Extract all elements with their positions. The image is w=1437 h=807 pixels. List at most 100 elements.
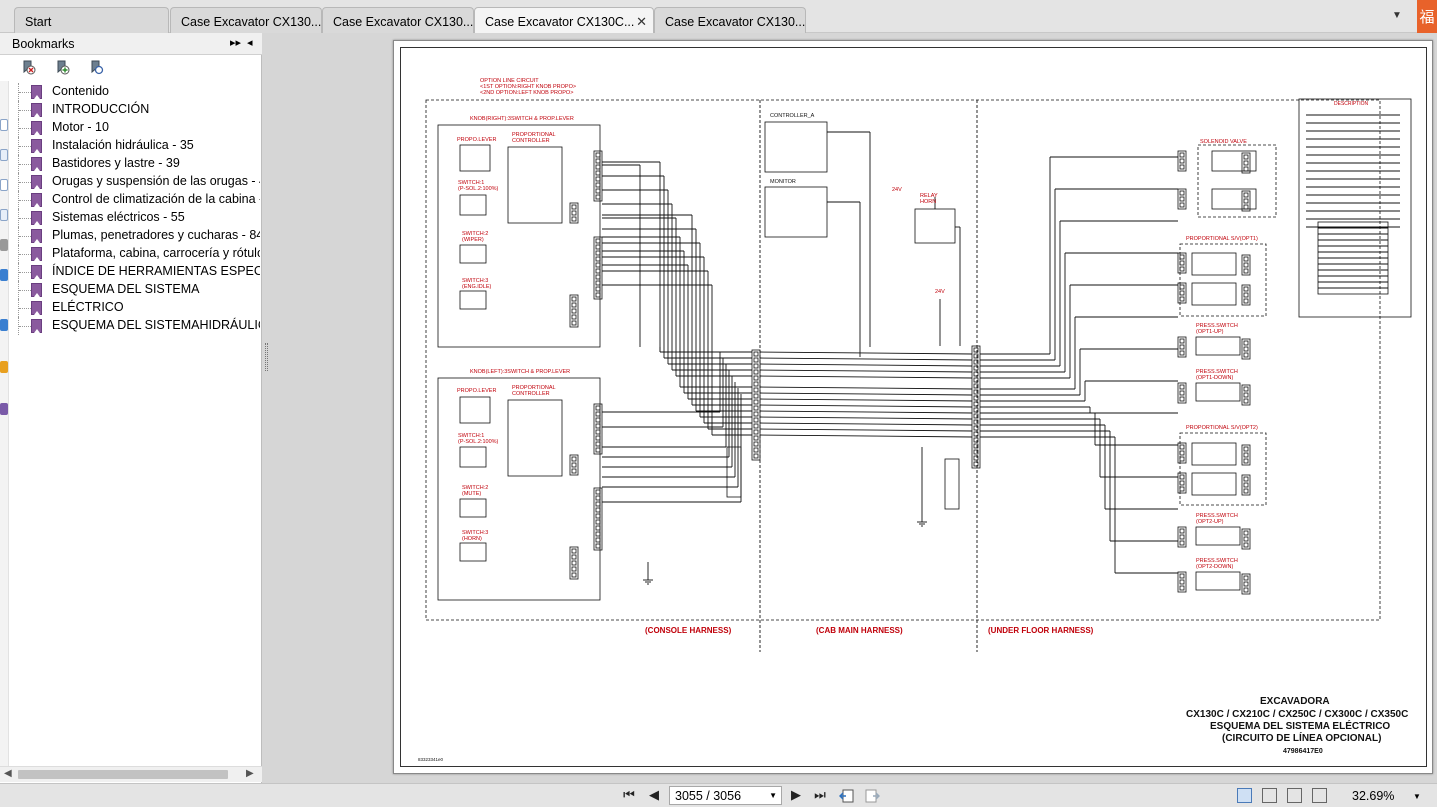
bookmark-item[interactable]: ÍNDICE DE HERRAMIENTAS ESPECIALES xyxy=(12,263,260,281)
next-page-button[interactable]: ▶ xyxy=(791,787,801,802)
connector-pin xyxy=(1243,340,1249,346)
delete-bookmark-icon[interactable] xyxy=(20,59,36,75)
go-forward-view-icon[interactable] xyxy=(863,787,881,805)
single-page-view-button[interactable] xyxy=(1237,788,1252,803)
connector-pin xyxy=(1243,575,1249,581)
controller-box xyxy=(507,399,563,477)
connector-pin xyxy=(571,566,577,572)
bookmark-item[interactable]: Plataforma, cabina, carrocería y rótulos… xyxy=(12,245,260,263)
tab-document-1[interactable]: Case Excavator CX130... xyxy=(170,7,322,33)
scroll-right-icon[interactable]: ▶ xyxy=(246,768,254,779)
zoom-dropdown-icon[interactable]: ▼ xyxy=(1413,792,1421,801)
bookmark-icon xyxy=(31,139,42,153)
relay-horn-label: HORN xyxy=(920,199,936,205)
connector-pin xyxy=(973,377,979,383)
find-bookmark-icon[interactable] xyxy=(88,59,104,75)
bookmark-icon xyxy=(31,103,42,117)
panel-splitter[interactable] xyxy=(263,33,270,783)
connector-block xyxy=(593,236,603,300)
bookmark-item[interactable]: Sistemas eléctricos - 55 xyxy=(12,209,260,227)
scrollbar-thumb[interactable] xyxy=(18,770,228,779)
bookmark-item[interactable]: Plumas, penetradores y cucharas - 84 xyxy=(12,227,260,245)
connector-pin xyxy=(753,381,759,387)
switch-label: (ENG.IDLE) xyxy=(462,284,492,290)
attachments-icon[interactable] xyxy=(0,179,8,191)
tags-icon[interactable] xyxy=(0,319,8,331)
propo-lever-box xyxy=(459,396,491,424)
connector-pin xyxy=(1243,192,1249,198)
app-badge[interactable]: 福 xyxy=(1417,0,1437,33)
legend-table xyxy=(1317,221,1389,295)
connector-block xyxy=(1241,190,1251,212)
bookmarks-horizontal-scrollbar[interactable]: ◀ ▶ xyxy=(0,766,262,782)
connector-pin xyxy=(1243,352,1249,358)
first-page-button[interactable]: ⏮ xyxy=(623,787,635,802)
search-icon[interactable] xyxy=(0,403,8,415)
bookmark-item[interactable]: ESQUEMA DEL SISTEMA xyxy=(12,281,260,299)
links-icon[interactable] xyxy=(0,269,8,281)
security-icon[interactable] xyxy=(0,361,8,373)
tab-document-active[interactable]: Case Excavator CX130C...✕ xyxy=(474,7,654,34)
connector-block xyxy=(1177,382,1187,404)
press-switch-label: PRESS.SWITCH xyxy=(1196,369,1238,375)
add-bookmark-icon[interactable] xyxy=(54,59,70,75)
bookmark-label: Motor - 10 xyxy=(52,120,109,134)
connector-pin xyxy=(1179,585,1185,591)
connector-pin xyxy=(753,405,759,411)
document-page[interactable] xyxy=(393,40,1433,774)
bookmark-item[interactable]: Bastidores y lastre - 39 xyxy=(12,155,260,173)
wire xyxy=(759,386,973,390)
continuous-facing-view-button[interactable] xyxy=(1312,788,1327,803)
bookmark-item[interactable]: ELÉCTRICO xyxy=(12,299,260,317)
chevron-down-icon[interactable]: ▼ xyxy=(769,791,777,800)
signatures-icon[interactable] xyxy=(0,209,8,221)
bookmark-label: ELÉCTRICO xyxy=(52,300,124,314)
layers-icon[interactable] xyxy=(0,149,8,161)
connector-pin xyxy=(1243,542,1249,548)
go-back-view-icon[interactable] xyxy=(838,787,856,805)
connector-pin xyxy=(1179,456,1185,462)
connector-pin xyxy=(1243,298,1249,304)
harness-frame xyxy=(425,99,1381,621)
connector-pin xyxy=(571,320,577,326)
connector-pin xyxy=(595,405,601,411)
tab-list-dropdown-icon[interactable]: ▼ xyxy=(1392,10,1402,21)
tab-document-4[interactable]: Case Excavator CX130... xyxy=(654,7,806,33)
bookmark-item[interactable]: Contenido xyxy=(12,83,260,101)
page-thumbnail-icon[interactable] xyxy=(0,119,8,131)
scroll-left-icon[interactable]: ◀ xyxy=(4,768,12,779)
bookmark-item[interactable]: Motor - 10 xyxy=(12,119,260,137)
tab-label: Case Excavator CX130C... xyxy=(485,15,635,29)
previous-page-button[interactable]: ◀ xyxy=(649,787,659,802)
expand-panel-icon[interactable]: ▸▸ xyxy=(230,37,242,49)
bookmark-item[interactable]: Control de climatización de la cabina - … xyxy=(12,191,260,209)
bookmark-item[interactable]: Orugas y suspensión de las orugas - 48 xyxy=(12,173,260,191)
connector-pin xyxy=(1179,290,1185,296)
connector-pin xyxy=(595,513,601,519)
tab-start[interactable]: Start xyxy=(14,7,169,33)
page-number-field[interactable]: 3055 / 3056▼ xyxy=(669,786,782,805)
connector-block xyxy=(1241,254,1251,276)
bookmark-item[interactable]: ESQUEMA DEL SISTEMAHIDRÁULICO xyxy=(12,317,260,335)
zoom-level[interactable]: 32.69% xyxy=(1352,789,1395,803)
connector-pin xyxy=(571,554,577,560)
bookmark-item[interactable]: INTRODUCCIÓN xyxy=(12,101,260,119)
wire xyxy=(759,422,973,426)
tab-document-2[interactable]: Case Excavator CX130... xyxy=(322,7,474,33)
collapse-panel-icon[interactable]: ◂ xyxy=(247,37,253,49)
bookmark-item[interactable]: Instalación hidráulica - 35 xyxy=(12,137,260,155)
continuous-view-button[interactable] xyxy=(1262,788,1277,803)
connector-pin xyxy=(595,182,601,188)
comments-icon[interactable] xyxy=(0,239,8,251)
close-icon[interactable]: ✕ xyxy=(636,14,647,29)
wire xyxy=(759,404,973,408)
facing-view-button[interactable] xyxy=(1287,788,1302,803)
bookmark-label: ESQUEMA DEL SISTEMA xyxy=(52,282,200,296)
connector-pin xyxy=(1179,152,1185,158)
splitter-grip-icon[interactable] xyxy=(265,343,268,371)
connector-pin xyxy=(1179,338,1185,344)
connector-pin xyxy=(1179,450,1185,456)
last-page-button[interactable]: ⏭ xyxy=(814,787,826,802)
connector-pin xyxy=(571,210,577,216)
